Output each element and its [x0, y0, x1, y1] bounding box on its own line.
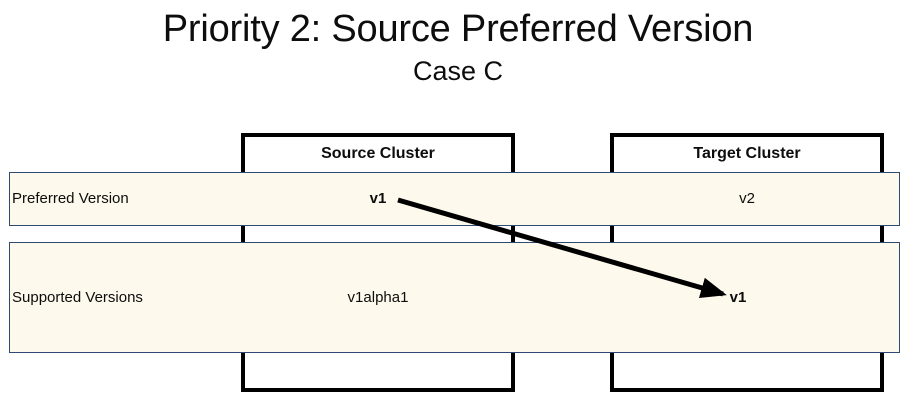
cluster-title-target: Target Cluster [693, 145, 801, 162]
cell-source-preferred-version: v1 [369, 190, 387, 207]
row-label-preferred-version: Preferred Version [12, 190, 129, 207]
cell-target-supported-versions: v1 [729, 289, 747, 306]
cell-target-preferred-version-value: v2 [739, 190, 755, 207]
page-subtitle: Case C [412, 56, 504, 86]
page-title: Priority 2: Source Preferred Version [162, 8, 754, 50]
cell-source-supported-versions: v1alpha1 [347, 289, 409, 306]
title-block: Priority 2: Source Preferred Version Cas… [0, 0, 916, 88]
row-label-supported-versions: Supported Versions [12, 289, 143, 306]
cluster-title-source: Source Cluster [321, 145, 435, 162]
